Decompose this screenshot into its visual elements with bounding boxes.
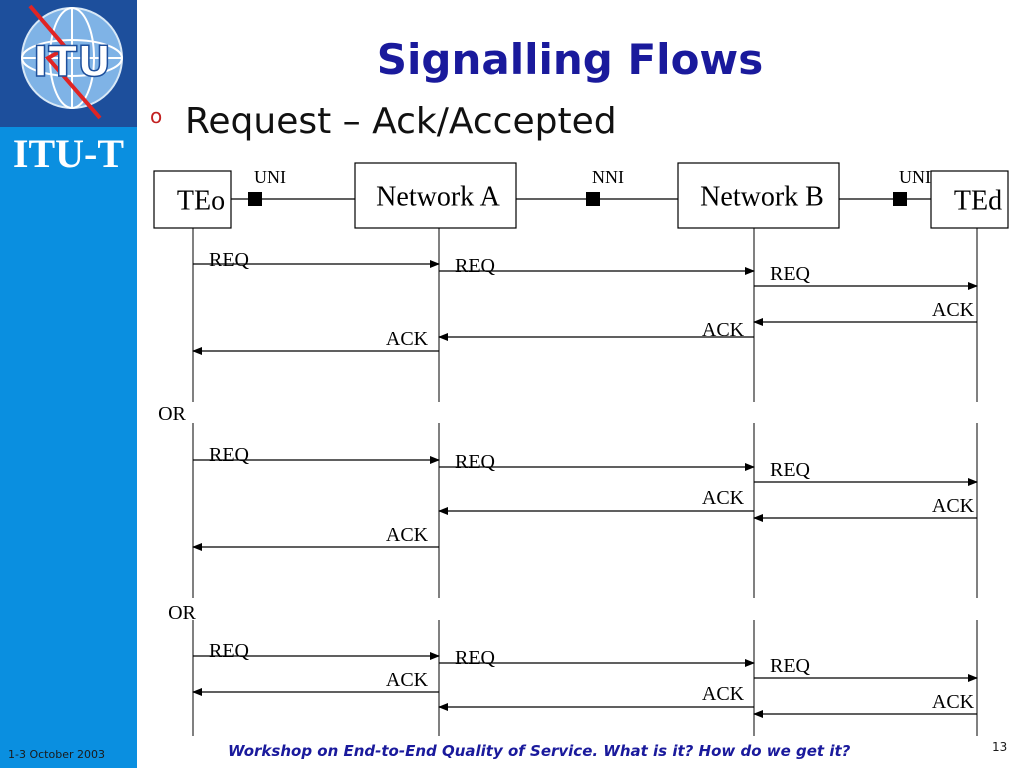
message-label: ACK (702, 319, 745, 341)
message-label: ACK (932, 691, 975, 713)
entity-box (153, 170, 232, 229)
message-label: REQ (209, 444, 250, 466)
interface-marker (893, 192, 907, 206)
page-number: 13 (992, 740, 1008, 754)
entity-label: TEo (177, 186, 225, 217)
itu-logo: ITU (0, 0, 137, 127)
message-label: REQ (455, 255, 496, 277)
message-label: REQ (770, 655, 811, 677)
slide-subtitle: Request – Ack/Accepted (185, 101, 617, 142)
message-label: REQ (770, 459, 811, 481)
interface-label: UNI (899, 167, 931, 187)
itu-globe-icon: ITU (0, 0, 137, 127)
interface-label: NNI (592, 167, 624, 187)
message-label: REQ (209, 640, 250, 662)
logo-text: ITU (33, 37, 111, 86)
brand-label: ITU-T (12, 131, 125, 176)
entity-label: Network B (700, 182, 824, 213)
message-label: ACK (932, 299, 975, 321)
message-label: ACK (932, 495, 975, 517)
message-label: REQ (770, 263, 811, 285)
footer-date: 1-3 October 2003 (8, 748, 105, 761)
message-label: ACK (386, 328, 429, 350)
footer-text: Workshop on End-to-End Quality of Servic… (228, 742, 851, 760)
entity-box (930, 170, 1009, 229)
entity-box (354, 162, 517, 229)
interface-marker (586, 192, 600, 206)
message-label: ACK (386, 669, 429, 691)
message-label: ACK (702, 487, 745, 509)
message-label: ACK (386, 524, 429, 546)
sidebar: ITU ITU-T 1-3 October 2003 (0, 0, 137, 768)
message-label: ACK (702, 683, 745, 705)
interface-marker (248, 192, 262, 206)
message-label: REQ (455, 647, 496, 669)
message-label: REQ (455, 451, 496, 473)
entity-label: TEd (954, 186, 1002, 217)
bullet-icon: o (150, 104, 163, 128)
interface-label: UNI (254, 167, 286, 187)
entity-label: Network A (376, 182, 500, 213)
or-separator: OR (158, 403, 186, 425)
or-separator: OR (168, 602, 196, 624)
message-label: REQ (209, 249, 250, 271)
entity-box (677, 162, 840, 229)
slide-title: Signalling Flows (376, 35, 764, 84)
